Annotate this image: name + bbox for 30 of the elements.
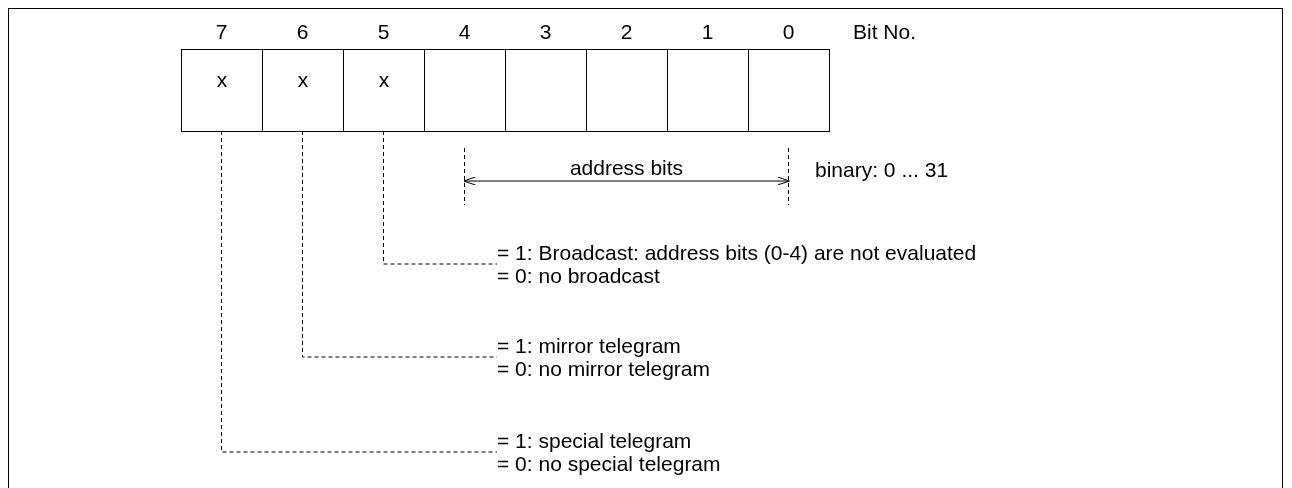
bit-value: x xyxy=(216,69,228,90)
bit-number: 1 xyxy=(701,20,714,43)
bit-description: = 1: special telegram xyxy=(497,429,693,452)
bit-cell xyxy=(181,49,263,132)
bit-cell xyxy=(748,49,830,132)
bit-number: 5 xyxy=(377,20,390,43)
leader-line xyxy=(383,130,498,265)
bit-cell xyxy=(343,49,425,132)
bit-number: 6 xyxy=(296,20,309,43)
bit-description: = 0: no mirror telegram xyxy=(497,357,710,380)
bit-cell xyxy=(424,49,506,132)
bit-description: = 1: Broadcast: address bits (0-4) are not evaluated xyxy=(497,241,977,264)
bit-number: 3 xyxy=(539,20,552,43)
bit-description: = 0: no special telegram xyxy=(497,452,721,475)
bit-number: 4 xyxy=(458,20,471,43)
axis-title: Bit No. xyxy=(853,20,917,43)
bit-number: 2 xyxy=(620,20,633,43)
bit-value: x xyxy=(378,69,390,90)
bit-number: 7 xyxy=(215,20,228,43)
dimension-label: address bits xyxy=(569,156,684,179)
bit-cell xyxy=(505,49,587,132)
bit-cell xyxy=(262,49,344,132)
bit-description: = 0: no broadcast xyxy=(497,264,661,287)
bit-cell xyxy=(586,49,668,132)
range-note: binary: 0 ... 31 xyxy=(815,158,949,181)
bit-number: 0 xyxy=(782,20,795,43)
bit-cell xyxy=(667,49,749,132)
bit-description: = 1: mirror telegram xyxy=(497,334,682,357)
bit-value: x xyxy=(297,69,309,90)
leader-line xyxy=(221,130,498,453)
